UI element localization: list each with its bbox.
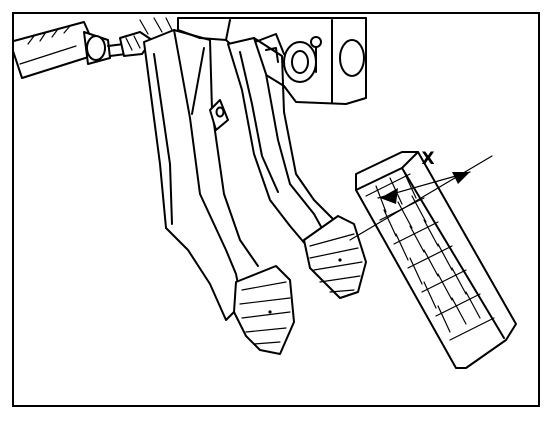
clutch-pedal [143,29,295,355]
dimension-label-x: X [421,149,434,169]
brake-pedal [227,37,367,299]
pedal-assembly-diagram: X [14,17,517,369]
accelerator-pedal [355,151,517,369]
mounting-bracket [139,17,367,105]
illustration-frame: X [12,12,540,407]
push-rod-cylinder [14,21,153,79]
clearance-dimension: X [349,149,493,241]
dimension-arrow-left [380,188,398,204]
dimension-arrow-right [452,172,470,184]
